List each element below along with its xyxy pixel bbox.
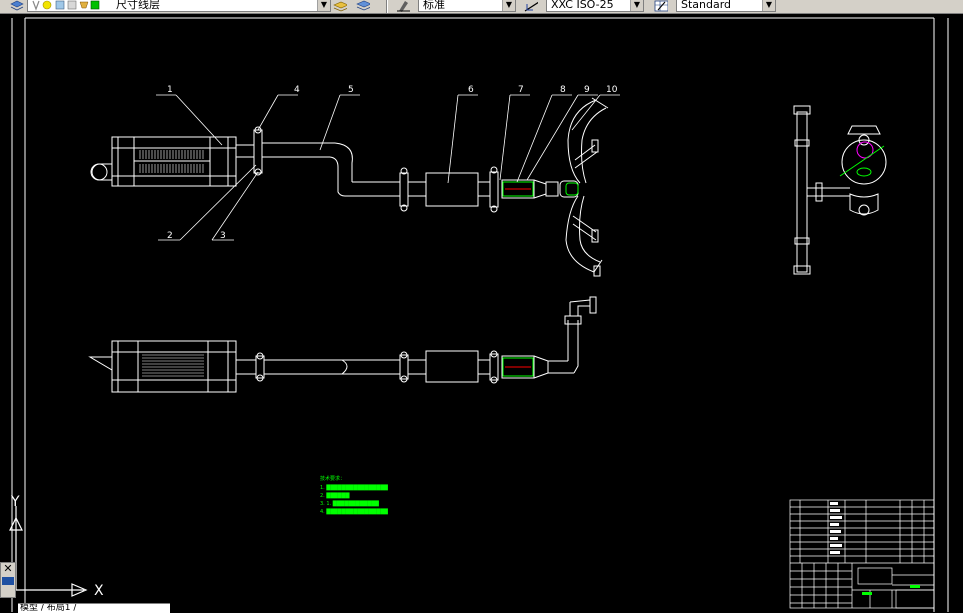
ucs-y-label: Y	[10, 494, 20, 510]
close-icon[interactable]: ✕	[3, 562, 13, 575]
chevron-down-icon[interactable]: ▼	[630, 0, 643, 11]
chevron-down-icon[interactable]: ▼	[502, 0, 515, 11]
part-number-8: 8	[560, 85, 566, 95]
title-block	[789, 499, 935, 609]
tech-req-title: 技术要求：	[320, 475, 345, 482]
layer-manager-icon[interactable]	[10, 0, 24, 12]
flex-pipe-highlight-top	[502, 181, 579, 197]
part-number-5: 5	[348, 85, 354, 95]
part-leaders	[156, 94, 620, 241]
tech-req-item-1: 1. ████████████████	[320, 484, 388, 491]
end-view-highlights	[839, 141, 885, 177]
palette-title-bar	[2, 577, 14, 585]
technical-requirements: 技术要求： 1. ████████████████ 2. ██████ 3. 1…	[320, 475, 388, 515]
exhaust-end-view	[793, 105, 887, 275]
layout-tabs[interactable]: 模型 / 布局1 /	[18, 603, 170, 613]
tech-req-item-3: 3. 1. ████████████	[320, 500, 379, 507]
part-number-6: 6	[468, 85, 474, 95]
layer-name: 尺寸线层	[116, 0, 160, 11]
layout-tab-label[interactable]: 模型 / 布局1 /	[20, 603, 77, 613]
tool-palette-stub[interactable]: ✕	[0, 562, 16, 598]
layer-previous-icon[interactable]	[356, 0, 370, 12]
tech-req-item-2: 2. ██████	[320, 492, 350, 499]
text-style-dropdown[interactable]: 标准 ▼	[418, 0, 516, 12]
exhaust-side-view	[88, 296, 597, 393]
tech-req-item-4: 4. ████████████████	[320, 508, 388, 515]
part-number-4: 4	[294, 85, 300, 95]
model-space-canvas[interactable]: 1 2 3 4 5 6 7 8 9 10 技术要求： 1. ██████████…	[0, 13, 963, 612]
part-number-3: 3	[220, 231, 226, 241]
ucs-icon	[9, 506, 88, 597]
chevron-down-icon[interactable]: ▼	[762, 0, 775, 11]
properties-toolbar: 尺寸线层 ▼ 标准 ▼ XXC ISO-25 ▼ Standard ▼	[0, 0, 963, 14]
part-number-7: 7	[518, 85, 524, 95]
layer-state-icons	[32, 0, 100, 11]
layer-dropdown[interactable]: 尺寸线层 ▼	[27, 0, 331, 12]
table-style-value: Standard	[681, 0, 732, 11]
ucs-x-label: X	[94, 583, 104, 599]
make-object-layer-current-icon[interactable]	[333, 0, 347, 12]
dimension-style-prefix: XXC	[551, 0, 573, 11]
flex-pipe-highlight-side	[502, 357, 534, 377]
part-number-9: 9	[584, 85, 590, 95]
dimension-style-value: ISO-25	[576, 0, 614, 11]
table-style-dropdown[interactable]: Standard ▼	[676, 0, 776, 12]
part-balloon-numbers: 1 2 3 4 5 6 7 8 9 10	[167, 85, 618, 241]
cad-drawing: 1 2 3 4 5 6 7 8 9 10 技术要求： 1. ██████████…	[9, 17, 949, 612]
table-style-icon[interactable]	[654, 0, 668, 12]
part-number-2: 2	[167, 231, 173, 241]
dimension-style-icon[interactable]	[524, 0, 538, 12]
muffler-top-view	[90, 97, 609, 277]
text-style-value: 标准	[423, 0, 445, 11]
dimension-style-dropdown[interactable]: XXC ISO-25 ▼	[546, 0, 644, 12]
chevron-down-icon[interactable]: ▼	[317, 0, 330, 11]
drawing-frame	[11, 17, 949, 612]
part-number-1: 1	[167, 85, 173, 95]
text-style-icon[interactable]	[396, 0, 410, 12]
part-number-10: 10	[606, 85, 618, 95]
